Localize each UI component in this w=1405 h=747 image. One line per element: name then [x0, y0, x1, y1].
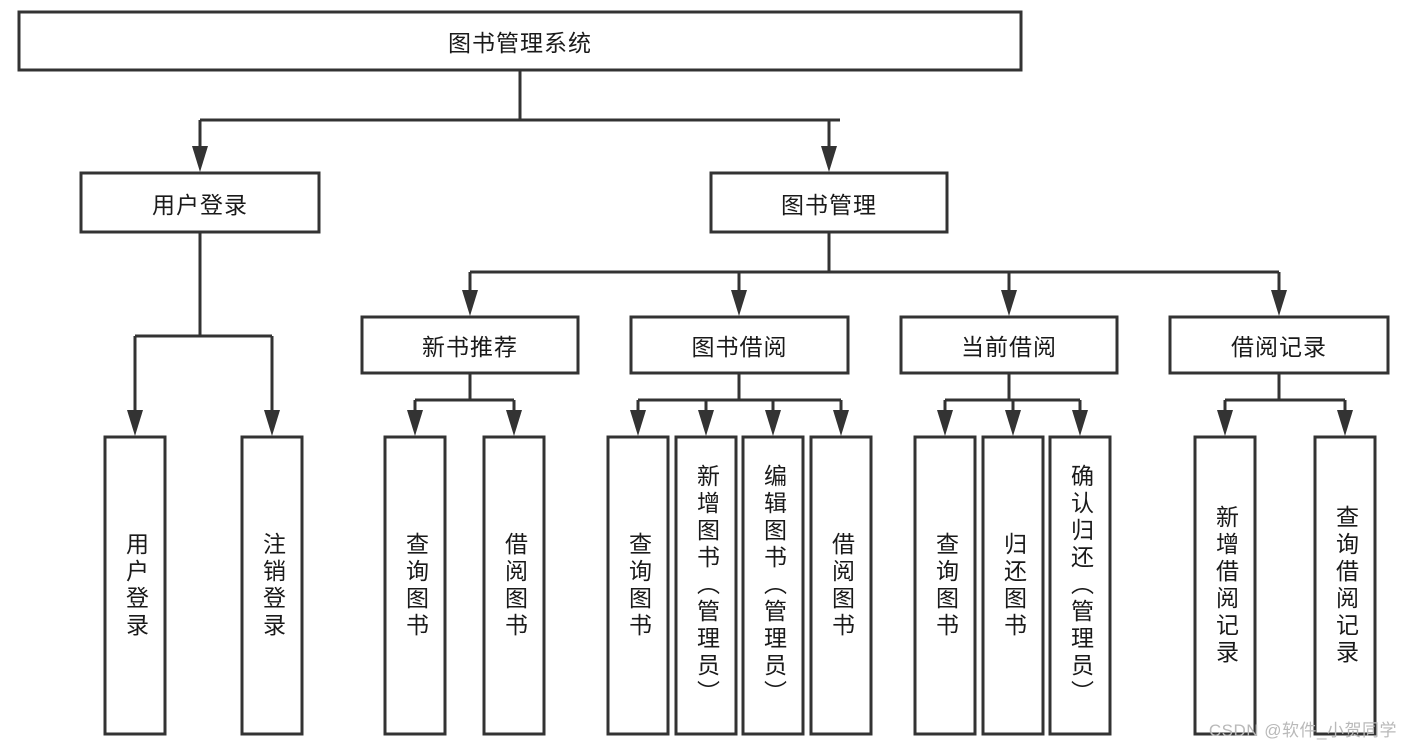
- arrow-to-book-borrow: [731, 290, 747, 316]
- arrow-to-new-book-recommend: [462, 290, 478, 316]
- node-boxes-layer: [17, 10, 1390, 736]
- node-box-borrow-record[interactable]: [1168, 315, 1390, 375]
- node-box-leaf-logout[interactable]: [240, 435, 304, 736]
- arrow-record-leaf-2: [1337, 410, 1353, 436]
- arrow-recommend-leaf-2: [506, 410, 522, 436]
- node-box-current-borrow[interactable]: [899, 315, 1119, 375]
- arrow-current-leaf-1: [937, 410, 953, 436]
- arrow-borrow-leaf-2: [698, 410, 714, 436]
- arrow-user-login-leaf-2: [264, 410, 280, 436]
- arrow-borrow-leaf-3: [765, 410, 781, 436]
- node-box-leaf-query-record[interactable]: [1313, 435, 1377, 736]
- node-box-leaf-confirm-return[interactable]: [1048, 435, 1112, 736]
- arrow-root-to-user-login: [192, 146, 208, 172]
- arrow-current-leaf-3: [1072, 410, 1088, 436]
- arrow-root-to-book-manage: [821, 146, 837, 172]
- node-box-book-borrow[interactable]: [629, 315, 850, 375]
- node-box-leaf-add-record[interactable]: [1193, 435, 1257, 736]
- connectors-layer: [127, 70, 1353, 436]
- node-box-leaf-add-book[interactable]: [674, 435, 738, 736]
- node-box-leaf-query-book-3[interactable]: [913, 435, 977, 736]
- arrow-borrow-leaf-1: [630, 410, 646, 436]
- watermark-text: CSDN @软件_小贺同学: [1208, 721, 1397, 740]
- node-box-leaf-edit-book[interactable]: [741, 435, 805, 736]
- node-box-leaf-return-book[interactable]: [981, 435, 1045, 736]
- arrow-borrow-leaf-4: [833, 410, 849, 436]
- node-box-leaf-borrow-book-2[interactable]: [809, 435, 873, 736]
- arrow-record-leaf-1: [1217, 410, 1233, 436]
- arrow-to-borrow-record: [1271, 290, 1287, 316]
- node-box-leaf-query-book-1[interactable]: [383, 435, 447, 736]
- node-box-book-manage[interactable]: [709, 171, 949, 234]
- node-box-leaf-query-book-2[interactable]: [606, 435, 670, 736]
- arrow-recommend-leaf-1: [407, 410, 423, 436]
- node-box-leaf-user-login[interactable]: [103, 435, 167, 736]
- node-box-user-login[interactable]: [79, 171, 321, 234]
- arrow-user-login-leaf-1: [127, 410, 143, 436]
- arrow-current-leaf-2: [1005, 410, 1021, 436]
- node-box-root[interactable]: [17, 10, 1023, 72]
- node-box-leaf-borrow-book-1[interactable]: [482, 435, 546, 736]
- node-box-new-book-recommend[interactable]: [360, 315, 580, 375]
- arrow-to-current-borrow: [1001, 290, 1017, 316]
